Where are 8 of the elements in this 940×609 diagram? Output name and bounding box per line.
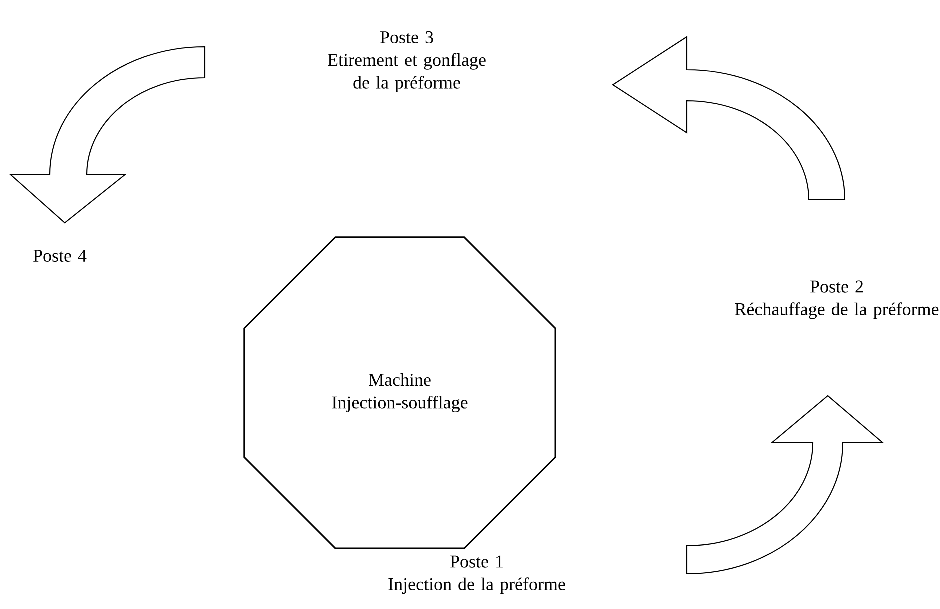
station-label: Poste 3 Etirement et gonflage de la préforme bbox=[328, 31, 486, 93]
block-arrow bbox=[686, 395, 884, 575]
station-label: Poste 4 bbox=[34, 250, 87, 262]
block-arrow bbox=[10, 46, 206, 224]
station-label: Poste 2 Réchauffage de la préforme bbox=[735, 280, 939, 320]
octagon: Machine Injection-soufflage bbox=[244, 236, 556, 550]
station-label: Poste 1 Injection de la préforme bbox=[388, 556, 566, 594]
block-arrow bbox=[612, 36, 846, 201]
